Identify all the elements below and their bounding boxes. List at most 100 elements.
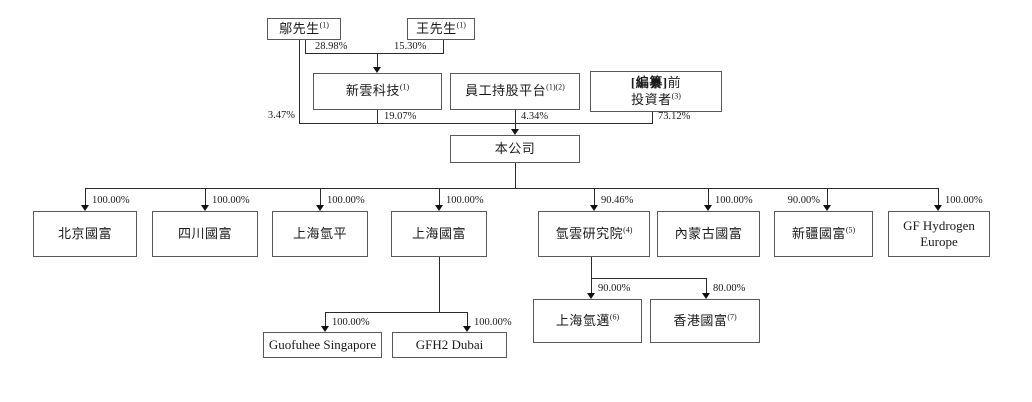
pct-esop-to-company: 4.34% xyxy=(521,111,549,122)
node-gf-hydrogen-europe: GF Hydrogen Europe xyxy=(888,211,990,257)
connector-company-down xyxy=(515,163,516,188)
node-beijing-guofu-label: 北京國富 xyxy=(57,225,112,241)
connector-to-dubai xyxy=(467,312,468,326)
node-xinjiang-guofu: 新疆國富(5) xyxy=(774,211,873,257)
connector-esop-down xyxy=(515,110,516,123)
node-hydrogen-cloud-institute-label: 氫雲研究院(4) xyxy=(555,225,633,241)
arrowhead-neimenggu xyxy=(704,205,712,211)
node-hydrogen-cloud-institute: 氫雲研究院(4) xyxy=(538,211,650,257)
node-gf-hydrogen-europe-label: GF Hydrogen Europe xyxy=(903,217,975,249)
connector-xinyun-down xyxy=(377,110,378,123)
node-xinyun-tech: 新雲科技(1) xyxy=(313,73,442,110)
connector-to-singapore xyxy=(325,312,326,326)
node-mr-wu: 鄔先生(1) xyxy=(267,18,341,40)
node-pre-ipo-investors-label: [編纂]前 投資者(3) xyxy=(630,75,682,107)
connector-wu-to-mainline xyxy=(299,40,300,123)
arrowhead-qingyun xyxy=(590,205,598,211)
node-inner-mongolia-guofu-label: 內蒙古國富 xyxy=(674,225,743,241)
arrowhead-dubai xyxy=(463,326,471,332)
node-inner-mongolia-guofu: 內蒙古國富 xyxy=(657,211,760,257)
connector-to-shanghaigf xyxy=(439,188,440,206)
pct-to-qingyun: 90.46% xyxy=(601,195,634,206)
pct-preipo-to-company: 73.12% xyxy=(658,111,691,122)
connector-to-xinyun xyxy=(377,53,378,67)
connector-shanghaigf-down xyxy=(439,257,440,312)
pct-to-singapore: 100.00% xyxy=(332,317,370,328)
footnote-sup: (7) xyxy=(727,312,737,322)
arrowhead-hongkong xyxy=(702,293,710,299)
footnote-sup: (1) xyxy=(319,20,329,30)
node-mr-wu-label: 鄔先生(1) xyxy=(279,20,329,36)
node-esop-platform: 員工持股平台(1)(2) xyxy=(450,73,580,110)
node-xinyun-tech-label: 新雲科技(1) xyxy=(345,83,410,99)
pct-to-neimenggu: 100.00% xyxy=(715,195,753,206)
arrowhead-company xyxy=(511,129,519,135)
pct-to-qingmai: 90.00% xyxy=(598,283,631,294)
connector-qingyun-down xyxy=(591,257,592,278)
pct-to-xinjiang: 90.00% xyxy=(787,195,820,206)
pct-wu-to-xinyun: 28.98% xyxy=(315,41,348,52)
pct-to-beijing: 100.00% xyxy=(92,195,130,206)
connector-wang-drop xyxy=(443,40,444,53)
footnote-sup: (6) xyxy=(609,312,620,322)
node-sichuan-guofu-label: 四川國富 xyxy=(177,225,232,241)
pct-to-shanghaigf: 100.00% xyxy=(446,195,484,206)
node-mr-wang: 王先生(1) xyxy=(407,18,475,40)
node-shanghai-guofu: 上海國富 xyxy=(391,211,487,257)
footnote-sup: (3) xyxy=(671,91,681,101)
pct-wang-to-xinyun: 15.30% xyxy=(394,41,427,52)
arrowhead-sichuan xyxy=(201,205,209,211)
connector-wu-drop xyxy=(305,40,306,53)
pct-to-qingping: 100.00% xyxy=(327,195,365,206)
node-shanghai-qingmai: 上海氫邁(6) xyxy=(533,299,642,343)
node-beijing-guofu: 北京國富 xyxy=(33,211,137,257)
connector-preipo-down xyxy=(652,112,653,123)
arrowhead-shanghaigf xyxy=(435,205,443,211)
node-guofuhee-singapore-label: Guofuhee Singapore xyxy=(268,336,377,352)
node-gfh2-dubai: GFH2 Dubai xyxy=(392,332,507,358)
node-guofuhee-singapore: Guofuhee Singapore xyxy=(263,332,382,358)
node-the-company: 本公司 xyxy=(450,135,580,163)
connector-to-qingping xyxy=(320,188,321,206)
connector-to-neimenggu xyxy=(708,188,709,206)
connector-subsidiaries-hline xyxy=(85,188,939,189)
arrowhead-xinjiang xyxy=(823,205,831,211)
node-the-company-label: 本公司 xyxy=(494,140,536,156)
footnote-sup: (1)(2) xyxy=(546,83,565,93)
pct-to-hongkong: 80.00% xyxy=(713,283,746,294)
connector-to-company xyxy=(515,123,516,130)
connector-qingyun-hline xyxy=(591,278,706,279)
footnote-sup: (1) xyxy=(456,20,466,30)
node-shanghai-qingping-label: 上海氫平 xyxy=(292,225,347,241)
connector-shareholders-hline xyxy=(299,123,653,124)
connector-to-qingyun xyxy=(594,188,595,206)
node-hongkong-guofu: 香港國富(7) xyxy=(650,299,760,343)
arrowhead-gfeurope xyxy=(934,205,942,211)
node-shanghai-qingping: 上海氫平 xyxy=(272,211,368,257)
node-esop-platform-label: 員工持股平台(1)(2) xyxy=(465,83,565,99)
pct-to-sichuan: 100.00% xyxy=(212,195,250,206)
node-xinjiang-guofu-label: 新疆國富(5) xyxy=(791,225,856,241)
arrowhead-qingmai xyxy=(587,293,595,299)
footnote-sup: (5) xyxy=(845,225,856,235)
connector-to-gfeurope xyxy=(938,188,939,206)
pct-xinyun-to-company: 19.07% xyxy=(384,111,417,122)
footnote-sup: (4) xyxy=(623,225,633,235)
pct-to-gfeurope: 100.00% xyxy=(945,195,983,206)
arrowhead-qingping xyxy=(316,205,324,211)
connector-to-hongkong xyxy=(706,278,707,293)
connector-to-qingmai xyxy=(591,278,592,293)
node-sichuan-guofu: 四川國富 xyxy=(152,211,258,257)
connector-founders-hline xyxy=(305,53,444,54)
node-hongkong-guofu-label: 香港國富(7) xyxy=(673,312,737,328)
connector-shanghaigf-hline xyxy=(325,312,468,313)
pct-wu-to-company: 3.47% xyxy=(267,110,295,121)
redacted-marker: [編纂] xyxy=(630,75,668,91)
node-shanghai-guofu-label: 上海國富 xyxy=(411,225,466,241)
arrowhead-beijing xyxy=(81,205,89,211)
connector-to-sichuan xyxy=(205,188,206,206)
arrowhead-xinyun xyxy=(373,67,381,73)
connector-to-xinjiang xyxy=(827,188,828,206)
node-gfh2-dubai-label: GFH2 Dubai xyxy=(415,336,484,352)
